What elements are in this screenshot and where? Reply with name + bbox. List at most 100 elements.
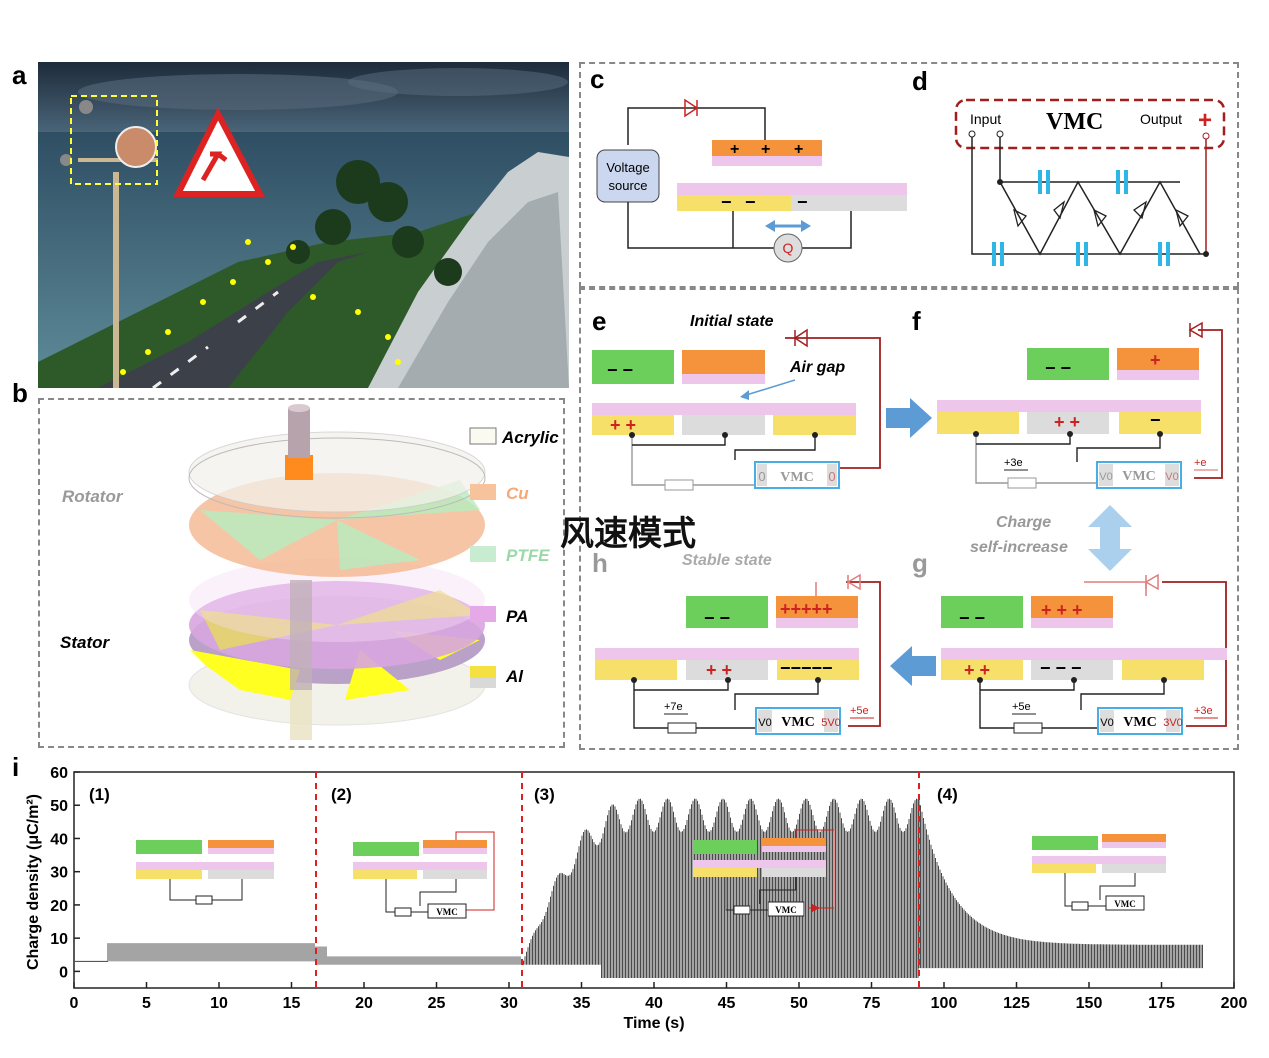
x-tick-label-6: 30	[500, 995, 518, 1012]
inset-2: VMC	[353, 831, 495, 919]
vmc-input-label: Input	[970, 111, 1001, 127]
e-vmc-left: 0	[758, 469, 765, 484]
double-arrow-f-g	[1088, 505, 1132, 571]
vmc-circuit-d: Input VMC Output +	[954, 98, 1226, 266]
x-axis-label: Time (s)	[623, 1015, 684, 1032]
rotator-label: Rotator	[62, 487, 124, 506]
layer-stack-illustration: Rotator Stator Acrylic Cu PTFE PA Al	[60, 404, 559, 740]
e-plus: + +	[610, 415, 636, 435]
x-tick-label-0: 0	[70, 995, 79, 1012]
panel-label-e: e	[592, 306, 607, 336]
panel-label-h: h	[592, 548, 608, 578]
state-e-diagram: Initial state − − Air gap + + 0 VMC 0	[592, 313, 881, 491]
x-tick-label-4: 20	[355, 995, 373, 1012]
c-minus-2: −	[745, 192, 756, 212]
g-plus-left: + +	[964, 660, 990, 680]
scene-image	[38, 62, 569, 388]
x-tick-label-9: 45	[718, 995, 736, 1012]
h-vmc-right: 5V0	[821, 717, 841, 729]
voltage-source-line1: Voltage	[606, 160, 649, 175]
panel-label-a: a	[12, 60, 27, 90]
inset-3-vmc: VMC	[775, 905, 797, 915]
x-tick-label-7: 35	[573, 995, 591, 1012]
panel-label-b: b	[12, 378, 28, 408]
charge-label-1: Charge	[996, 514, 1052, 531]
panel-cd-frame	[579, 62, 1239, 288]
legend-ptfe: PTFE	[506, 546, 550, 565]
panel-label-d: d	[912, 66, 928, 96]
circuit-c-diagram: Voltage source + + + − − − Q	[596, 98, 907, 263]
legend-pa: PA	[506, 607, 528, 626]
g-vmc-right: 3V0	[1163, 717, 1183, 729]
e-minus: − −	[607, 360, 633, 380]
state-g-diagram: − − + + + + + − − − +5e V0 VMC 3V0 +3e	[941, 573, 1227, 735]
stator-label: Stator	[60, 633, 111, 652]
legend-swatch-acrylic	[469, 427, 497, 445]
legend-swatch-ptfe	[470, 546, 496, 562]
e-vmc-right: 0	[828, 469, 835, 484]
road-scene-illustration	[38, 62, 569, 388]
legend-swatch-al2	[470, 678, 496, 688]
g-out: +3e	[1194, 705, 1213, 717]
y-tick-label-6: 60	[50, 765, 68, 782]
panel-label-g: g	[912, 548, 928, 578]
c-minus-1: −	[721, 192, 732, 212]
inset-1	[136, 840, 274, 905]
f-vmc-right: V0	[1165, 471, 1178, 483]
vmc-output-plus: +	[1198, 107, 1212, 134]
y-axis-label: Charge density (μC/m²)	[25, 794, 42, 970]
charge-label-2: self-increase	[970, 539, 1068, 556]
inset-2-vmc: VMC	[436, 907, 458, 917]
x-tick-label-3: 15	[283, 995, 301, 1012]
h-vmc-title: VMC	[781, 715, 814, 730]
h-minus: − −	[704, 608, 730, 628]
state-f-diagram: − − + + + − +3e V0 VMC V0 +e	[937, 321, 1223, 489]
y-tick-label-5: 50	[50, 798, 68, 815]
c-plus-2: +	[761, 141, 770, 158]
x-tick-label-15: 175	[1148, 995, 1175, 1012]
legend-swatch-pa	[470, 606, 496, 622]
f-plus: +	[1150, 350, 1161, 370]
x-tick-label-1: 5	[142, 995, 151, 1012]
legend-swatch-al	[470, 666, 496, 678]
panel-label-i: i	[12, 752, 20, 782]
panel-label-c: c	[590, 64, 605, 94]
y-tick-label-0: 0	[59, 964, 68, 981]
x-tick-label-2: 10	[210, 995, 228, 1012]
g-vmc-title: VMC	[1123, 715, 1156, 730]
g-vmc-left: V0	[1100, 717, 1113, 729]
h-vmc-left: V0	[758, 717, 771, 729]
segment-label-4: (4)	[937, 785, 958, 804]
x-tick-label-8: 40	[645, 995, 663, 1012]
legend-acrylic: Acrylic	[501, 428, 559, 447]
h-plus-mid: + +	[706, 660, 732, 680]
x-tick-label-13: 125	[1003, 995, 1030, 1012]
h-plus-top: +++++	[780, 599, 833, 619]
g-minus: − −	[959, 608, 985, 628]
e-vmc-title: VMC	[780, 470, 813, 485]
x-tick-label-5: 25	[428, 995, 446, 1012]
panel-label-f: f	[912, 306, 921, 336]
x-tick-label-12: 100	[931, 995, 958, 1012]
f-out: +e	[1194, 457, 1207, 469]
initial-state-label: Initial state	[690, 313, 774, 330]
f-plus-mid: + +	[1054, 412, 1080, 432]
h-minus-right: −−−−−	[780, 658, 833, 678]
y-tick-label-4: 40	[50, 831, 68, 848]
stable-state-label: Stable state	[682, 552, 772, 569]
g-plus-top: + + +	[1041, 600, 1083, 620]
air-gap-label: Air gap	[789, 359, 845, 376]
f-minus-right: −	[1150, 410, 1161, 430]
f-vmc-left: V0	[1099, 471, 1112, 483]
y-tick-label-2: 20	[50, 898, 68, 915]
legend-cu: Cu	[506, 484, 529, 503]
inset-4: VMC	[1032, 834, 1166, 911]
y-tick-label-1: 10	[50, 931, 68, 948]
g-minus-mid: − − −	[1040, 658, 1082, 678]
c-minus-3: −	[797, 192, 808, 212]
panel-b-frame	[38, 398, 565, 748]
x-tick-label-14: 150	[1076, 995, 1103, 1012]
f-vmc-title: VMC	[1122, 469, 1155, 484]
state-h-diagram: − − +++++ + + −−−−− +7e V0 VMC 5V0 +5e	[595, 573, 881, 735]
